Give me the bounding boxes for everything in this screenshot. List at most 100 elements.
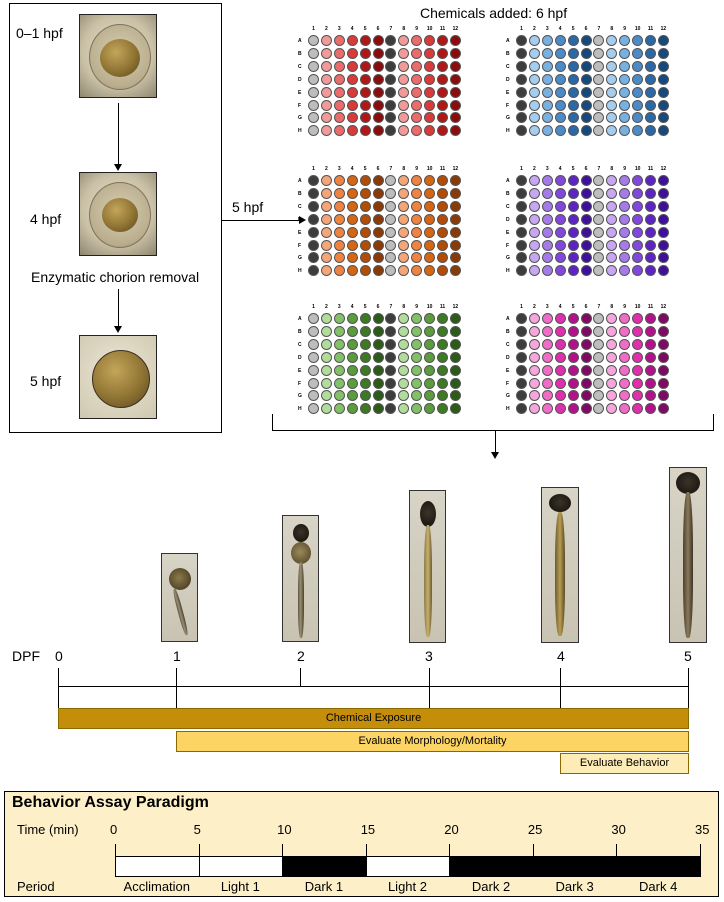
well	[657, 325, 669, 337]
well	[632, 99, 644, 111]
well	[385, 226, 397, 238]
well	[320, 73, 332, 85]
well	[632, 313, 644, 324]
bracket-right	[713, 414, 714, 430]
well	[437, 252, 448, 264]
well	[424, 351, 436, 363]
plate-row-label: A	[506, 316, 510, 322]
well	[657, 403, 669, 415]
larva-photo-1dpf	[161, 553, 198, 642]
plate-row-label: D	[298, 76, 302, 83]
well	[528, 125, 540, 137]
well	[567, 187, 579, 199]
well	[619, 200, 631, 212]
well	[359, 390, 371, 402]
well	[516, 86, 527, 98]
well	[424, 60, 436, 72]
well	[372, 226, 384, 238]
embryo-stage-panel: 0–1 hpf 4 hpf Enzymatic chorion removal …	[9, 3, 222, 433]
well	[424, 47, 436, 59]
dpf-axis-box	[58, 686, 689, 708]
well	[619, 265, 631, 277]
well	[308, 252, 319, 264]
well	[567, 325, 579, 337]
well	[398, 175, 410, 186]
well	[359, 187, 371, 199]
plate-row-label: H	[298, 268, 302, 275]
well	[308, 99, 319, 111]
well	[449, 35, 461, 46]
plate-column-label: 9	[623, 166, 627, 172]
well	[632, 175, 644, 186]
well	[619, 187, 631, 199]
plate-row-label: B	[298, 190, 302, 197]
well	[541, 187, 553, 199]
plate-column-label: 7	[597, 26, 601, 32]
well	[528, 239, 540, 251]
assay-time-tickmark	[365, 844, 367, 856]
well	[437, 325, 448, 337]
well	[437, 364, 448, 376]
well	[619, 175, 631, 186]
well	[372, 47, 384, 59]
well	[398, 390, 410, 402]
plate-column-label: 12	[660, 304, 667, 310]
well	[437, 313, 448, 324]
well	[619, 47, 631, 59]
step-label-chorion-removal: Enzymatic chorion removal	[31, 269, 200, 285]
plate-column-label: 6	[376, 166, 380, 172]
well	[437, 338, 448, 350]
well	[424, 325, 436, 337]
well	[346, 252, 358, 264]
plate-row-label: C	[298, 63, 302, 70]
well	[657, 265, 669, 277]
well	[657, 187, 669, 199]
well	[567, 364, 579, 376]
well	[606, 47, 618, 59]
well	[645, 390, 656, 402]
well	[554, 175, 566, 186]
well	[398, 187, 410, 199]
well	[424, 265, 436, 277]
well	[411, 187, 423, 199]
well	[580, 187, 592, 199]
well	[320, 338, 332, 350]
well	[449, 125, 461, 137]
well	[541, 213, 553, 225]
well	[308, 112, 319, 124]
well	[385, 351, 397, 363]
well	[541, 125, 553, 137]
well	[645, 313, 656, 324]
well	[619, 325, 631, 337]
well	[657, 175, 669, 186]
well	[449, 390, 461, 402]
well	[424, 112, 436, 124]
plate-column-label: 4	[558, 166, 562, 172]
well	[657, 112, 669, 124]
well	[449, 86, 461, 98]
well	[606, 351, 618, 363]
plate-row-label: E	[298, 367, 302, 374]
well	[645, 112, 656, 124]
well	[645, 47, 656, 59]
plate-column-label: 1	[312, 166, 315, 172]
plate-row-label: B	[298, 328, 302, 335]
well	[346, 226, 358, 238]
well	[449, 325, 461, 337]
well	[308, 390, 319, 402]
well	[333, 99, 345, 111]
well	[308, 200, 319, 212]
well	[541, 403, 553, 415]
well	[385, 252, 397, 264]
well	[619, 403, 631, 415]
plate-column-label: 12	[660, 166, 667, 172]
well	[320, 403, 332, 415]
well	[385, 313, 397, 324]
well	[333, 73, 345, 85]
well	[320, 390, 332, 402]
well	[528, 390, 540, 402]
well	[437, 99, 448, 111]
plate-column-label: 1	[312, 26, 315, 32]
well	[398, 364, 410, 376]
well	[437, 125, 448, 137]
